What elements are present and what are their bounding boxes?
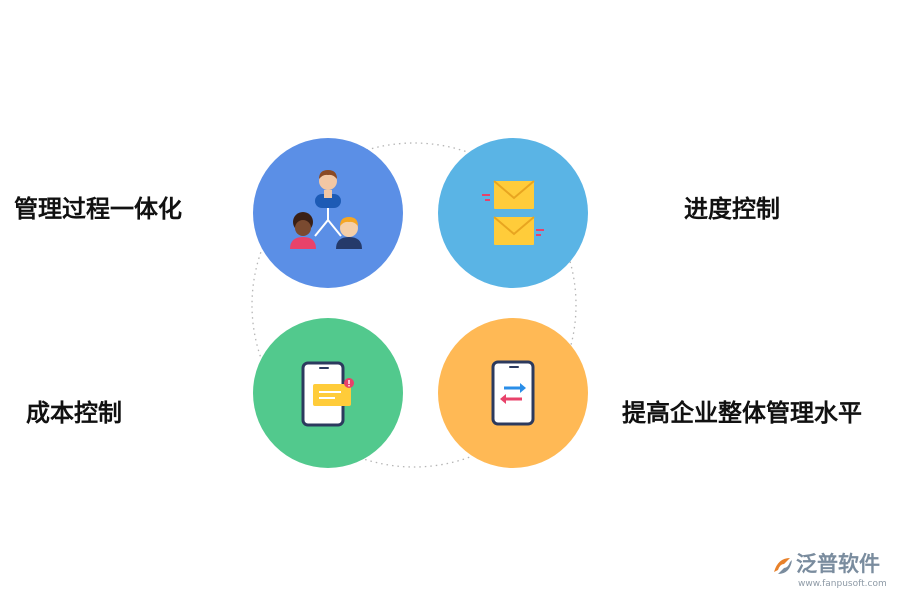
transfer-circle [438,318,588,468]
phone-message-icon [301,361,354,427]
label-process-integration: 管理过程一体化 [14,195,182,223]
label-management-level: 提高企业整体管理水平 [622,399,862,427]
brand-name: 泛普软件 [796,552,880,576]
brand-logo: 泛普软件 www.fanpusoft.com [770,552,895,596]
envelopes-circle [438,138,588,288]
team-circle [253,138,403,288]
fanpu-logo-icon [774,558,792,574]
team-hierarchy-icon [290,170,362,249]
label-progress-control: 进度控制 [684,195,780,223]
brand-url: www.fanpusoft.com [798,579,887,589]
phone-transfer-icon [491,360,535,426]
envelopes-icon [482,180,544,245]
message-circle [253,318,403,468]
label-cost-control: 成本控制 [26,399,122,427]
